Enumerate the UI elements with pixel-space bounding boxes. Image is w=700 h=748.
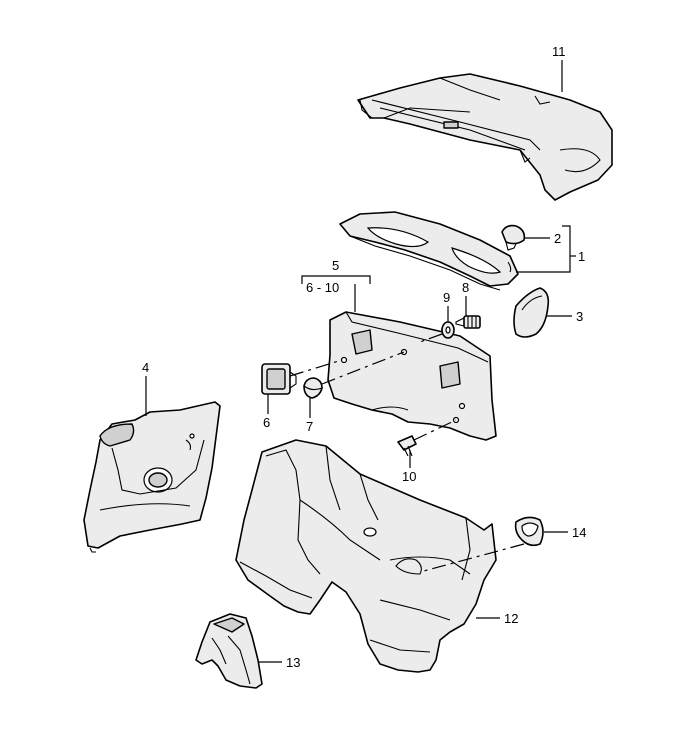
- part-7-plug: [303, 377, 323, 399]
- part-1-shelf-panel: [339, 211, 519, 291]
- callout-9: 9: [443, 290, 450, 305]
- callout-5: 5: [332, 258, 339, 273]
- callout-8: 8: [462, 280, 469, 295]
- assembly-line-8-9: [419, 333, 443, 343]
- callout-7: 7: [306, 419, 313, 434]
- part-12-floor-trim: [235, 439, 497, 673]
- part-3-cover: [513, 287, 550, 338]
- bracket-1: [516, 225, 571, 273]
- callout-12: 12: [504, 611, 518, 626]
- assembly-lines: [289, 333, 525, 573]
- part-11-trim-cover: [357, 73, 613, 201]
- callout-11: 11: [552, 44, 566, 59]
- callout-6: 6: [263, 415, 270, 430]
- callout-3: 3: [576, 309, 583, 324]
- callout-13: 13: [286, 655, 300, 670]
- bracket-5: [301, 275, 371, 284]
- callout-10: 10: [402, 469, 416, 484]
- part-10-fastener: [397, 435, 417, 457]
- callouts: 11 2 1 5 6 - 10 9 8 3 4 6 7 10 14 12 13: [142, 44, 586, 670]
- callout-14: 14: [572, 525, 586, 540]
- callout-1: 1: [578, 249, 585, 264]
- leader-lines: [145, 60, 576, 663]
- assembly-line-14: [419, 543, 525, 573]
- part-8-screw: [455, 315, 481, 329]
- assembly-line-7: [321, 351, 405, 385]
- part-2-cap: [501, 224, 526, 251]
- callout-5-range: 6 - 10: [306, 280, 339, 295]
- part-14-cap: [514, 516, 544, 547]
- callout-4: 4: [142, 360, 149, 375]
- part-5-partition-panel: [327, 311, 497, 441]
- part-6-clip: [261, 363, 297, 395]
- part-9-washer: [441, 321, 455, 339]
- assembly-line-6: [289, 359, 343, 377]
- assembly-line-10: [413, 419, 457, 441]
- part-4-side-trim: [83, 401, 221, 553]
- part-13-trim-piece: [195, 613, 263, 689]
- callout-2: 2: [554, 231, 561, 246]
